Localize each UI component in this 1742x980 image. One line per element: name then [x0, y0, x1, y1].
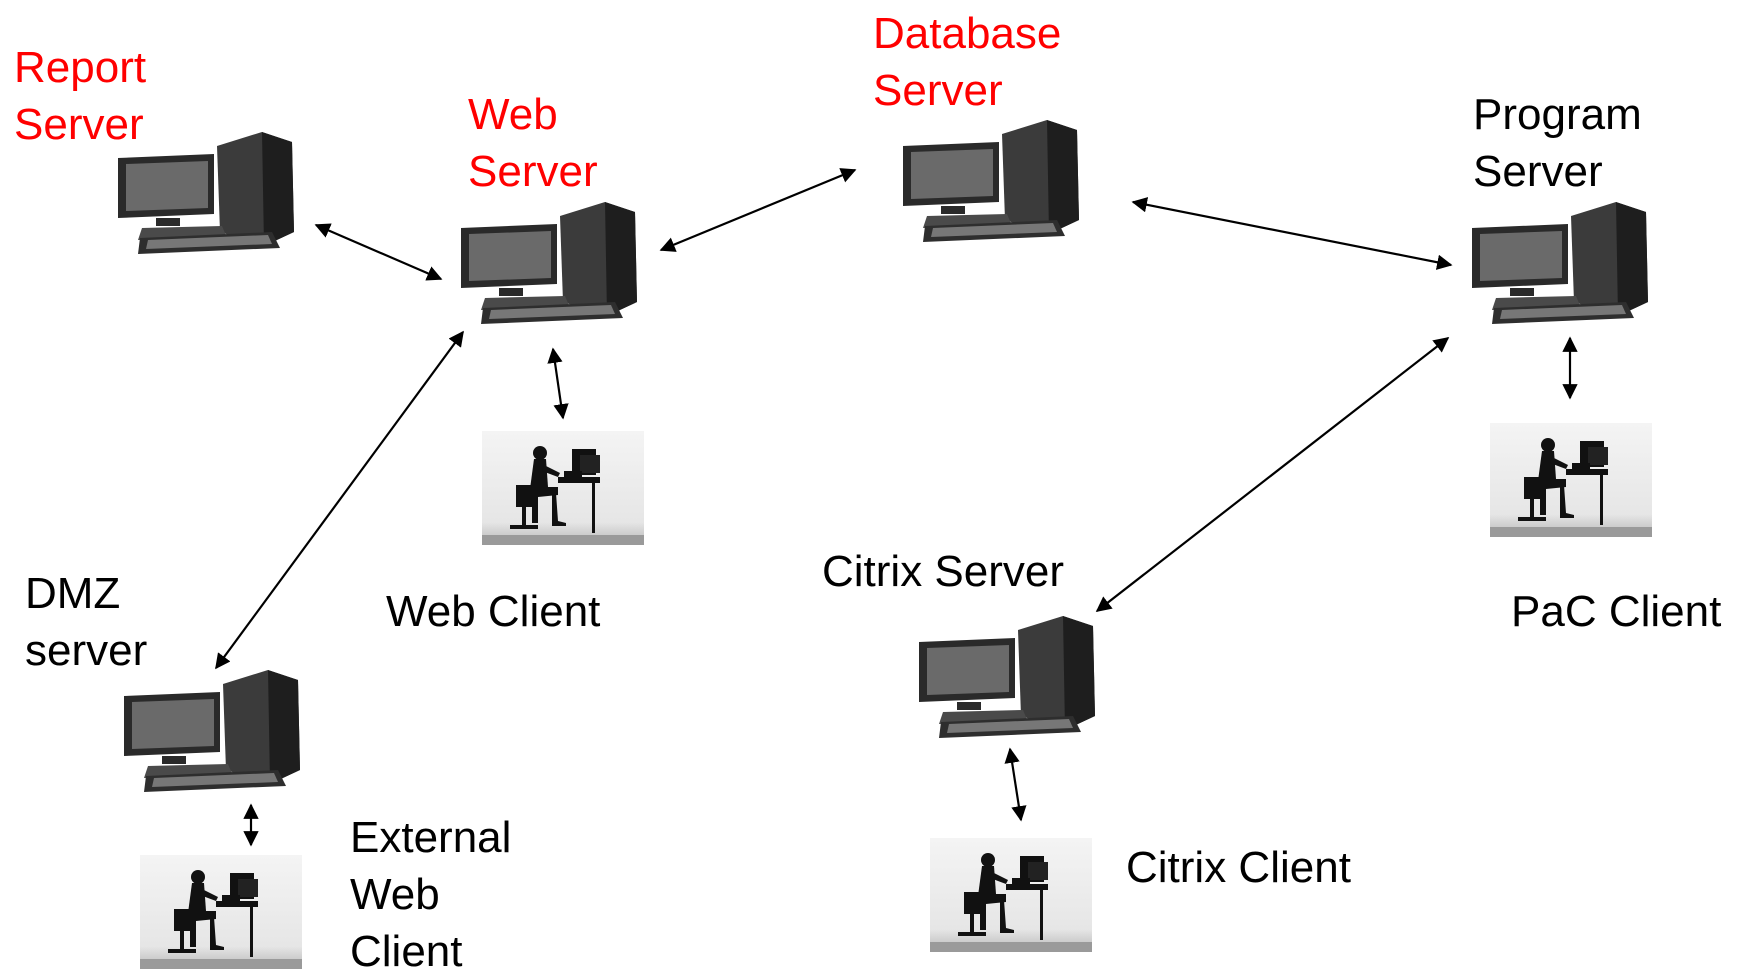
arrow-web-webclient	[547, 347, 569, 420]
database-server-computer	[897, 116, 1087, 246]
desktop-computer-icon	[919, 616, 1095, 738]
external-web-client-user	[140, 855, 302, 969]
arrow-report-web	[314, 223, 443, 281]
user-at-workstation-icon	[930, 838, 1092, 952]
desktop-computer-icon	[118, 132, 294, 254]
dmz-server-computer	[118, 666, 308, 796]
user-at-workstation-icon	[1490, 423, 1652, 537]
report-server-computer	[112, 128, 302, 258]
desktop-computer-icon	[124, 670, 300, 792]
web-client-label: Web Client	[386, 587, 601, 636]
arrow-web-database	[659, 168, 857, 252]
citrix-client-user	[930, 838, 1092, 952]
web-server-computer	[455, 198, 645, 328]
desktop-computer-icon	[1472, 202, 1648, 324]
arrow-database-program	[1131, 197, 1453, 270]
user-at-workstation-icon	[482, 431, 644, 545]
desktop-computer-icon	[461, 202, 637, 324]
user-at-workstation-icon	[140, 855, 302, 969]
arrow-citrix-citrixclient	[1004, 747, 1027, 822]
web-client-user	[482, 431, 644, 545]
arrow-web-dmz	[215, 330, 464, 670]
citrix-server-label: Citrix Server	[822, 547, 1065, 596]
pac-client-label: PaC Client	[1511, 587, 1722, 636]
citrix-server-computer	[913, 612, 1103, 742]
desktop-computer-icon	[903, 120, 1079, 242]
citrix-client-label: Citrix Client	[1126, 843, 1351, 892]
pac-client-user	[1490, 423, 1652, 537]
program-server-computer	[1466, 198, 1656, 328]
arrow-program-citrix	[1095, 337, 1450, 612]
